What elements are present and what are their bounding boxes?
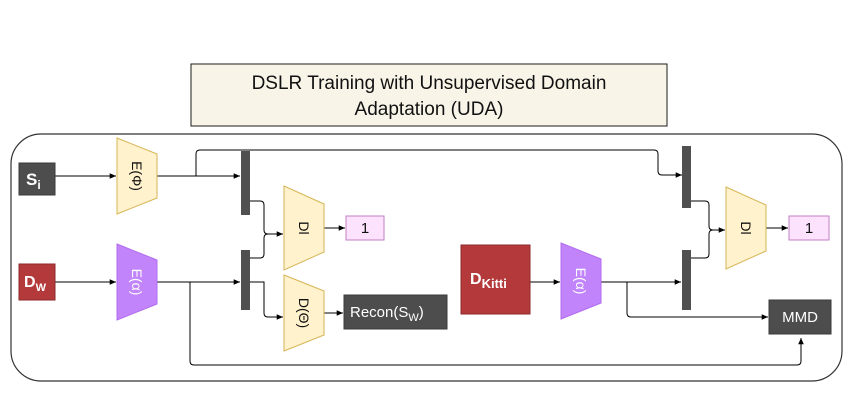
one-right-label: 1 [805, 220, 813, 237]
title-line-2: Adaptation (UDA) [355, 99, 504, 120]
output-recon: Recon(SW) [343, 294, 448, 330]
recon-main: Recon(S [350, 304, 408, 321]
svg-text:Recon(SW): Recon(SW) [350, 304, 424, 324]
dkitti-sub: Kitti [482, 276, 507, 291]
input-dkitti: DKitti [460, 244, 531, 315]
recon-sub: W [408, 312, 419, 324]
encoder-e-alpha-right: E(α) [560, 242, 602, 320]
si-main: S [26, 170, 37, 189]
output-one-left: 1 [345, 215, 385, 241]
d-theta-label: D(Θ) [296, 298, 312, 328]
e-alpha-left-label: E(α) [129, 269, 145, 296]
concat-bar-right-bottom [682, 250, 691, 310]
recon-close: ) [419, 304, 424, 321]
dw-sub: W [36, 282, 47, 294]
dkitti-main: D [470, 271, 482, 288]
connectors [55, 149, 804, 366]
concat-bar-left-top [241, 151, 250, 215]
svg-text:DKitti: DKitti [470, 271, 507, 291]
concat-bar-right-top [682, 146, 691, 208]
title-box: DSLR Training with Unsupervised Domain A… [190, 63, 668, 127]
dl-right-label: Dl [738, 221, 754, 234]
output-one-right: 1 [788, 215, 830, 241]
outer-container [10, 133, 843, 382]
si-sub: i [37, 178, 40, 192]
svg-text:DW: DW [24, 274, 47, 294]
mmd-label: MMD [782, 309, 818, 326]
encoder-e-phi: E(Φ) [116, 137, 158, 215]
title-line-1: DSLR Training with Unsupervised Domain [252, 73, 607, 94]
dl-left-label: Dl [296, 221, 312, 234]
decoder-d-theta: D(Θ) [283, 274, 325, 352]
dw-main: D [24, 274, 36, 291]
discriminator-left: Dl [283, 185, 325, 271]
output-mmd: MMD [768, 299, 832, 335]
input-si: Si [18, 162, 56, 196]
discriminator-right: Dl [725, 186, 767, 270]
e-alpha-right-label: E(α) [573, 268, 589, 295]
one-left-label: 1 [361, 220, 369, 237]
e-phi-label: E(Φ) [129, 161, 145, 191]
encoder-e-alpha-left: E(α) [116, 243, 158, 321]
svg-text:Si: Si [26, 170, 41, 192]
concat-bar-left-bottom [241, 250, 250, 310]
input-dw: DW [18, 263, 56, 301]
